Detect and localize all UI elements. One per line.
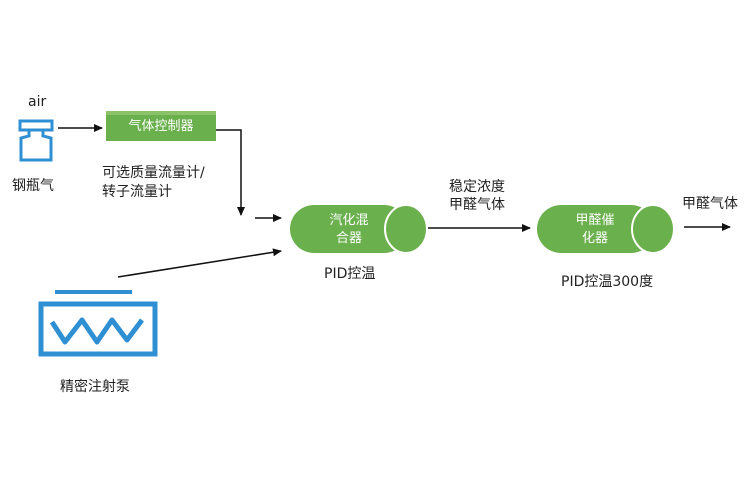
catalyst-label-line2: 化器 [581,231,608,246]
flowmeter-label-line1: 可选质量流量计/ [102,165,205,181]
flow-arrows [58,124,731,278]
air-label: air [28,94,47,110]
arrow-pump-to-mixer [117,248,282,278]
gas-controller-label: 气体控制器 [128,119,194,134]
syringe-pump-icon [38,290,158,357]
vaporizer-mixer-cylinder [290,204,428,254]
mixer-label-line2: 合器 [335,231,362,246]
catalyst-cylinder [537,204,675,254]
syringe-pump-label: 精密注射泵 [60,379,130,395]
flowmeter-label-line2: 转子流量计 [102,184,172,200]
gas-cylinder-icon [18,119,54,162]
cylinder-label: 钢瓶气 [12,178,54,194]
stable-formaldehyde-label-line1: 稳定浓度 [449,179,505,195]
mixer-label-line1: 汽化混 [329,213,369,228]
arrow-controller-down [216,129,245,216]
catalyst-label-line1: 甲醛催 [575,213,615,228]
output-formaldehyde-label: 甲醛气体 [682,196,738,212]
mixer-pid-label: PID控温 [324,266,376,282]
catalyst-pid-label: PID控温300度 [561,274,654,290]
gas-controller-box [106,111,216,141]
stable-formaldehyde-label-line2: 甲醛气体 [449,197,505,213]
